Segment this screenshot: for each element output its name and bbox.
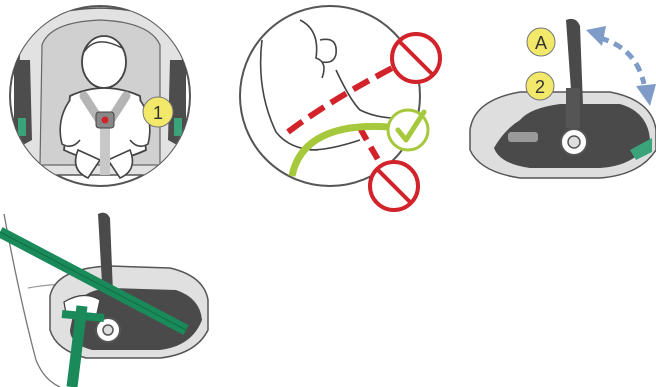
callout-a: A [527,28,555,56]
callout-1: 1 [143,97,173,127]
panel-vehicle-belt [0,213,208,387]
callout-1-label: 1 [153,103,163,123]
callout-a-label: A [535,33,547,53]
prohibited-icon [392,34,440,82]
panel-handle: A 2 [470,19,656,178]
panel-harness: 1 [10,6,190,186]
prohibited-icon [370,162,418,210]
checkmark-icon [388,110,428,150]
panel-belt-position [240,6,440,210]
callout-2: 2 [526,72,554,100]
callout-2-label: 2 [535,77,545,97]
